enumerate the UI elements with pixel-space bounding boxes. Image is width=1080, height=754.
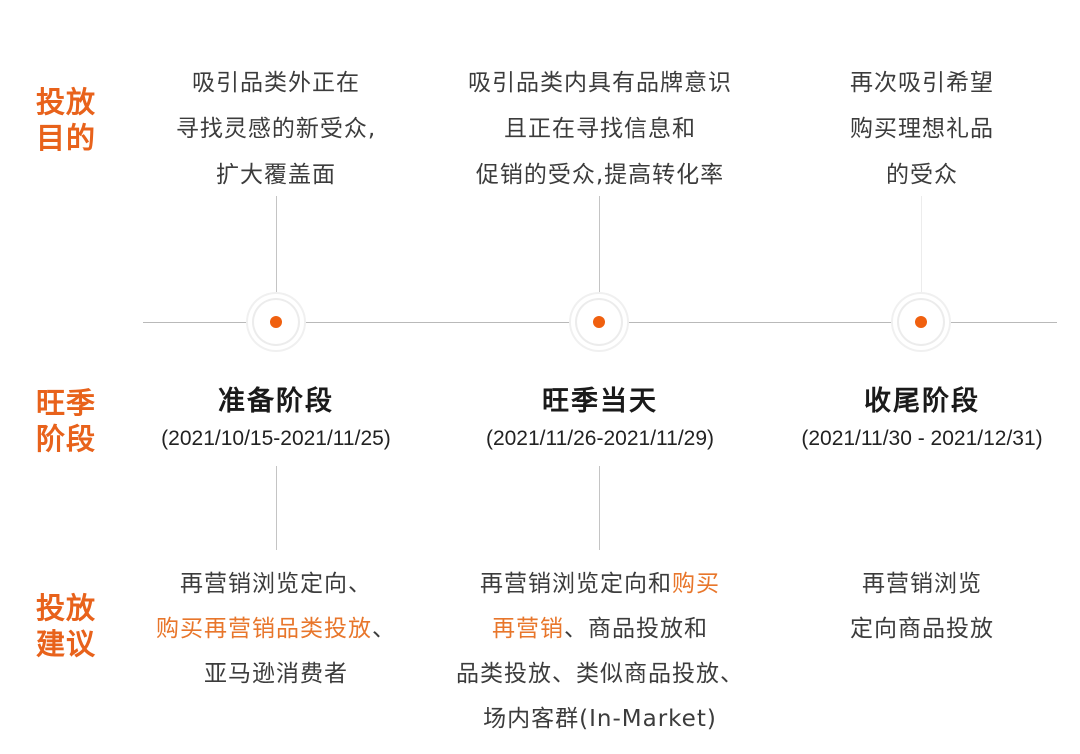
purpose-end: 再次吸引希望 购买理想礼品 的受众 <box>772 60 1072 198</box>
purpose-prep: 吸引品类外正在 寻找灵感的新受众, 扩大覆盖面 <box>126 60 426 198</box>
stage-dates: (2021/11/26-2021/11/29) <box>485 427 715 450</box>
row-label-text: 投放 <box>35 85 96 119</box>
row-label-text: 阶段 <box>35 422 96 456</box>
row-label-text: 目的 <box>35 121 96 155</box>
stage-peak: 旺季当天 (2021/11/26-2021/11/29) <box>450 382 750 456</box>
advice-text: 、商品投放和 <box>564 616 708 642</box>
advice-line: 再营销浏览 <box>772 562 1072 607</box>
row-label-text: 投放 <box>35 591 96 625</box>
purpose-line: 寻找灵感的新受众, <box>175 116 377 142</box>
advice-line: 再营销浏览定向、 <box>126 562 426 607</box>
advice-line: 场内客群(In-Market) <box>430 697 770 742</box>
connector-bottom-prep <box>276 466 277 550</box>
purpose-line: 扩大覆盖面 <box>216 162 336 188</box>
timeline-node-prep <box>248 294 304 350</box>
row-label-stage: 旺季 阶段 <box>28 385 104 457</box>
purpose-line: 吸引品类内具有品牌意识 <box>468 70 732 96</box>
row-label-text: 旺季 <box>35 386 96 420</box>
advice-text: 再营销浏览定向和 <box>480 571 672 597</box>
advice-text: 、 <box>372 616 396 642</box>
advice-line: 再营销浏览定向和购买 <box>430 562 770 607</box>
connector-top-peak <box>599 196 600 294</box>
connector-bottom-peak <box>599 466 600 550</box>
connector-top-prep <box>276 196 277 294</box>
timeline-node-end <box>893 294 949 350</box>
target-dot-icon <box>270 316 282 328</box>
purpose-line: 购买理想礼品 <box>850 116 994 142</box>
purpose-line: 且正在寻找信息和 <box>504 116 696 142</box>
advice-end: 再营销浏览 定向商品投放 <box>772 562 1072 652</box>
stage-dates: (2021/11/30 - 2021/12/31) <box>801 427 1043 450</box>
advice-line: 品类投放、类似商品投放、 <box>430 652 770 697</box>
row-label-advice: 投放 建议 <box>28 590 104 662</box>
advice-line: 亚马逊消费者 <box>126 652 426 697</box>
advice-line: 再营销、商品投放和 <box>430 607 770 652</box>
row-label-purpose: 投放 目的 <box>28 84 104 156</box>
advice-prep: 再营销浏览定向、 购买再营销品类投放、 亚马逊消费者 <box>126 562 426 697</box>
advice-text: 品类投放、类似商品投放、 <box>456 661 744 687</box>
advice-highlight: 购买再营销品类投放 <box>156 616 372 642</box>
purpose-line: 的受众 <box>886 162 958 188</box>
stage-end: 收尾阶段 (2021/11/30 - 2021/12/31) <box>772 382 1072 456</box>
purpose-line: 再次吸引希望 <box>850 70 994 96</box>
advice-text: 定向商品投放 <box>850 616 994 642</box>
advice-line: 定向商品投放 <box>772 607 1072 652</box>
target-dot-icon <box>915 316 927 328</box>
stage-dates: (2021/10/15-2021/11/25) <box>161 427 391 450</box>
purpose-peak: 吸引品类内具有品牌意识 且正在寻找信息和 促销的受众,提高转化率 <box>430 60 770 198</box>
advice-line: 购买再营销品类投放、 <box>126 607 426 652</box>
advice-text: 再营销浏览 <box>862 571 982 597</box>
stage-title: 收尾阶段 <box>864 386 980 417</box>
advice-highlight: 购买 <box>672 571 720 597</box>
stage-prep: 准备阶段 (2021/10/15-2021/11/25) <box>126 382 426 456</box>
connector-top-end <box>921 196 922 294</box>
timeline-node-peak <box>571 294 627 350</box>
row-label-text: 建议 <box>35 627 96 661</box>
advice-peak: 再营销浏览定向和购买 再营销、商品投放和 品类投放、类似商品投放、 场内客群(I… <box>430 562 770 742</box>
stage-title: 准备阶段 <box>218 386 334 417</box>
advice-text: 亚马逊消费者 <box>204 661 348 687</box>
advice-highlight: 再营销 <box>492 616 564 642</box>
advice-text: 场内客群(In-Market) <box>483 706 717 732</box>
purpose-line: 吸引品类外正在 <box>192 70 360 96</box>
stage-title: 旺季当天 <box>542 386 658 417</box>
advice-text: 再营销浏览定向、 <box>180 571 372 597</box>
target-dot-icon <box>593 316 605 328</box>
purpose-line: 促销的受众,提高转化率 <box>475 162 725 188</box>
